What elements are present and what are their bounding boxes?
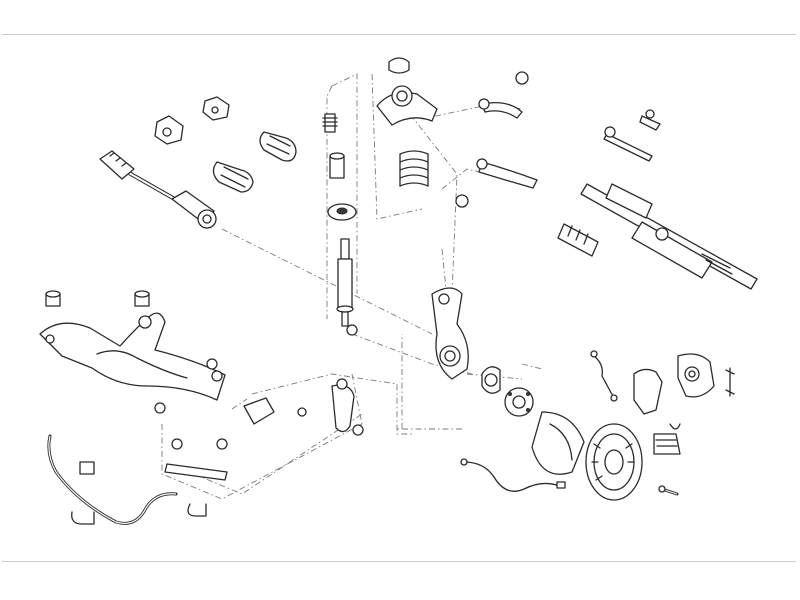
cv-boot-small: [154, 96, 230, 145]
brake-shield: [531, 411, 585, 475]
diagram-frame: [2, 34, 796, 562]
stabilizer-link: [164, 438, 228, 481]
strut-mount: [376, 57, 438, 126]
bushing: [45, 290, 150, 307]
wheel-bolt: [658, 485, 679, 496]
steering-knuckle: [431, 287, 469, 380]
brake-pads: [653, 433, 681, 455]
upper-control-arm: [455, 71, 538, 208]
steering-rack: [580, 183, 758, 290]
subframe: [39, 312, 226, 414]
dust-cover: [329, 152, 345, 179]
diagram-canvas: [2, 34, 796, 562]
stabilizer-bushing: [71, 461, 207, 525]
bump-stop: [322, 113, 338, 133]
lower-control-arm: [243, 378, 364, 436]
brake-clip: [725, 367, 735, 397]
steering-boot: [557, 223, 599, 257]
coil-spring: [399, 150, 429, 187]
caliper-bracket: [633, 368, 663, 415]
shock-absorber: [336, 238, 358, 336]
wheel-bearing: [481, 366, 501, 394]
brake-caliper: [677, 353, 715, 398]
spring-seat: [327, 203, 357, 221]
stabilizer-bar: [47, 434, 178, 525]
abs-sensor: [460, 423, 681, 492]
drive-shaft: [99, 150, 217, 229]
cv-boot-large: [212, 131, 297, 193]
wheel-hub: [504, 387, 534, 417]
brake-hose: [590, 350, 618, 402]
brake-disc: [585, 423, 643, 501]
tie-rod: [603, 109, 661, 162]
